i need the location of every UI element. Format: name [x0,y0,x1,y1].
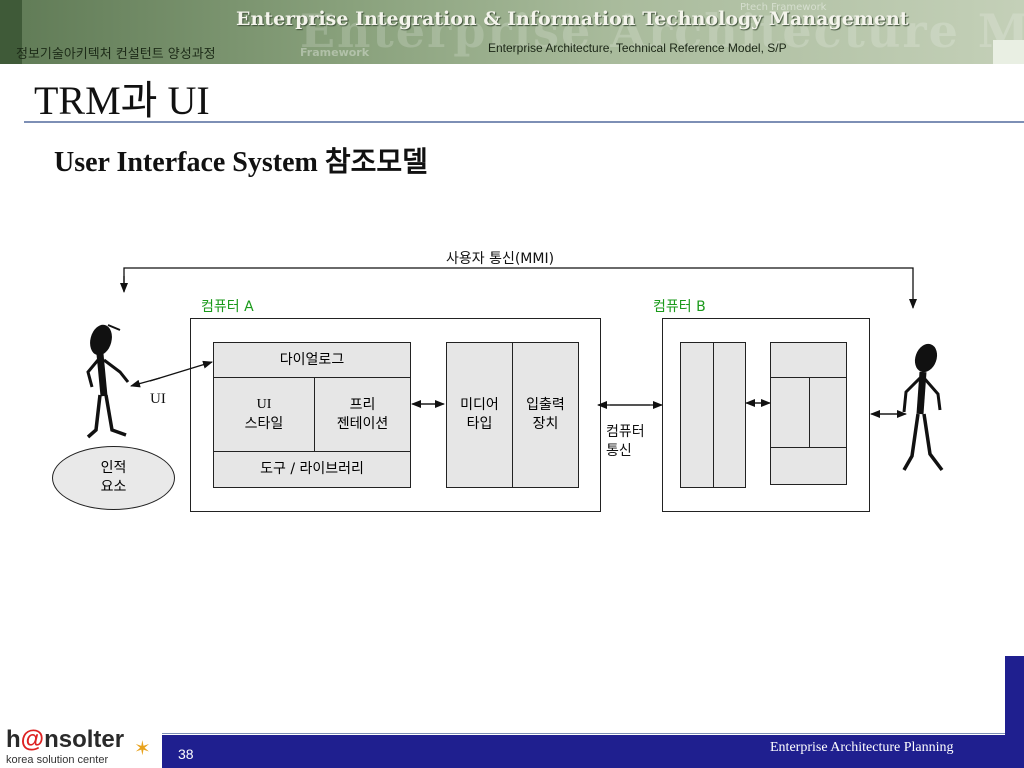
page-number: 38 [178,746,194,762]
footer-right-tab [1005,656,1024,768]
cognitive-element-ellipse: 인적 요소 [52,446,175,510]
ui-style-label-2: 스타일 [244,415,284,432]
presentation-cell: 프리 젠테이션 [314,377,411,452]
computer-a-label: 컴퓨터 A [201,299,254,315]
logo-part-2: nsolter [44,726,125,753]
computer-b-label: 컴퓨터 B [653,299,706,315]
b-block-mid-right [809,377,847,448]
b-block-bottom [770,447,847,485]
banner-title: Enterprise Integration & Information Tec… [236,8,909,30]
comm-label: 컴퓨터 통신 [606,423,645,461]
title-rule [24,121,1024,123]
mmi-label-text: 사용자 통신(MMI) [446,251,555,267]
footer-rule [162,733,1024,734]
person-right-icon [902,343,944,472]
footer-text: Enterprise Architecture Planning [770,740,954,755]
banner-subtitle: Enterprise Architecture, Technical Refer… [488,41,787,55]
media-label-2: 타입 [466,416,493,432]
star-icon: ✶ [134,736,151,760]
person-left-icon [86,324,130,439]
io-label-2: 장치 [532,416,559,432]
ui-style-label-1: UI [256,396,272,412]
ui-arrow-b [149,360,213,382]
b-column-left [680,342,714,488]
ui-label: UI [150,391,166,407]
banner-watermark-corner: Ptech Framework [740,2,827,13]
logo-wordmark: h@nsolter [6,728,124,752]
io-label-1: 입출력 [526,397,565,414]
b-column-right [713,342,746,488]
logo-tagline: korea solution center [6,754,109,766]
ui-style-cell: UI 스타일 [213,377,315,452]
logo-at: @ [20,726,45,753]
presentation-label-1: 프리 [349,396,376,413]
tools-cell: 도구 / 라이브러리 [213,451,411,488]
presentation-label-2: 젠테이션 [336,415,389,432]
banner-right-block [993,40,1024,64]
banner-watermark-small: Framework [300,46,370,59]
banner-course: 정보기술아키텍처 컨설턴트 양성과정 [16,47,216,62]
media-label-1: 미디어 [460,397,499,414]
comm-label-1: 컴퓨터 [606,424,645,440]
banner-corner [0,0,22,64]
logo-part-1: h [6,726,21,753]
hansolter-logo: h@nsolter korea solution center [6,728,124,767]
tools-label: 도구 / 라이브러리 [260,461,364,478]
slide-title: TRM과 UI [34,78,210,123]
footer-bar [162,735,1024,768]
mmi-arrow [123,267,917,309]
media-type-cell: 미디어 타입 [446,342,513,488]
dialog-label: 다이얼로그 [279,351,345,368]
banner-watermark: Enterprise Architecture Mod [300,4,1024,58]
b-block-top [770,342,847,378]
header-banner: Enterprise Architecture Mod Framework Pt… [0,0,1024,64]
cognitive-label-1: 인적 [100,460,127,477]
slide-subtitle: User Interface System 참조모델 [54,147,428,178]
mmi-label: 사용자 통신(MMI) [446,248,554,268]
io-device-cell: 입출력 장치 [512,342,579,488]
cognitive-label-2: 요소 [100,479,127,495]
comm-label-2: 통신 [606,442,632,459]
